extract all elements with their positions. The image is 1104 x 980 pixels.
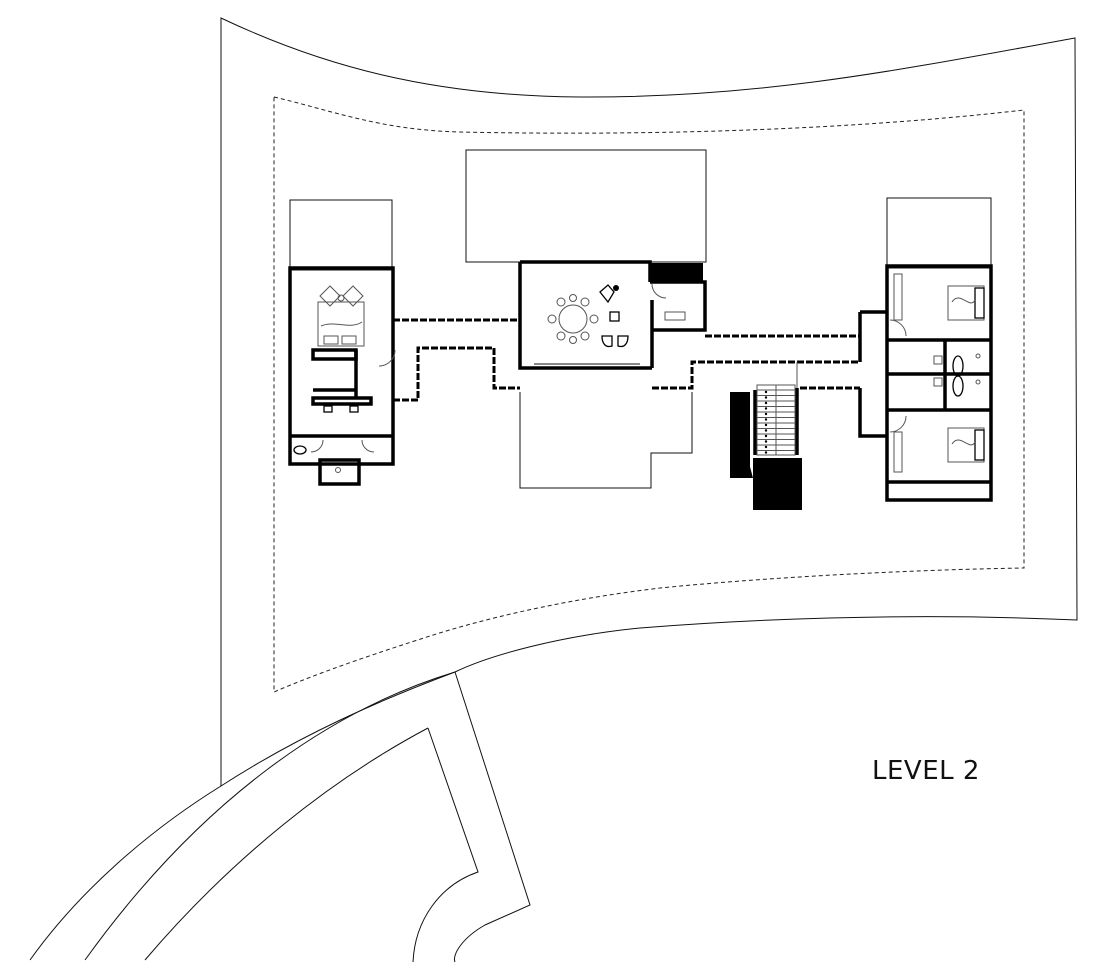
west-wing bbox=[288, 266, 396, 486]
driveway-inner-branch bbox=[412, 727, 479, 963]
corridors bbox=[393, 318, 860, 402]
stair-marker bbox=[764, 423, 768, 427]
stair-marker bbox=[764, 396, 768, 399]
level-label: LEVEL 2 bbox=[872, 756, 980, 786]
central-pavilion bbox=[518, 260, 707, 370]
driveway-mid bbox=[84, 671, 456, 961]
stair-marker bbox=[764, 434, 768, 438]
site-boundary bbox=[220, 17, 1078, 787]
driveway-branch bbox=[453, 671, 531, 963]
stair-marker bbox=[764, 401, 768, 405]
stair-marker bbox=[764, 429, 768, 432]
stair-marker bbox=[764, 451, 768, 454]
stair-marker bbox=[764, 440, 768, 443]
west-roof-area bbox=[289, 199, 393, 271]
staircase bbox=[730, 362, 802, 510]
stair-marker bbox=[764, 445, 768, 449]
driveway-inner bbox=[144, 727, 429, 961]
upper-roof-area bbox=[465, 149, 707, 263]
stair-marker bbox=[764, 390, 768, 394]
setback-line bbox=[273, 96, 1025, 693]
lower-roof-area bbox=[519, 392, 693, 489]
stair-marker bbox=[764, 412, 768, 416]
driveway-outer bbox=[29, 785, 222, 961]
stair-marker bbox=[764, 418, 768, 421]
east-wing bbox=[858, 264, 993, 502]
east-roof-area bbox=[886, 197, 992, 269]
stair-marker bbox=[764, 407, 768, 410]
